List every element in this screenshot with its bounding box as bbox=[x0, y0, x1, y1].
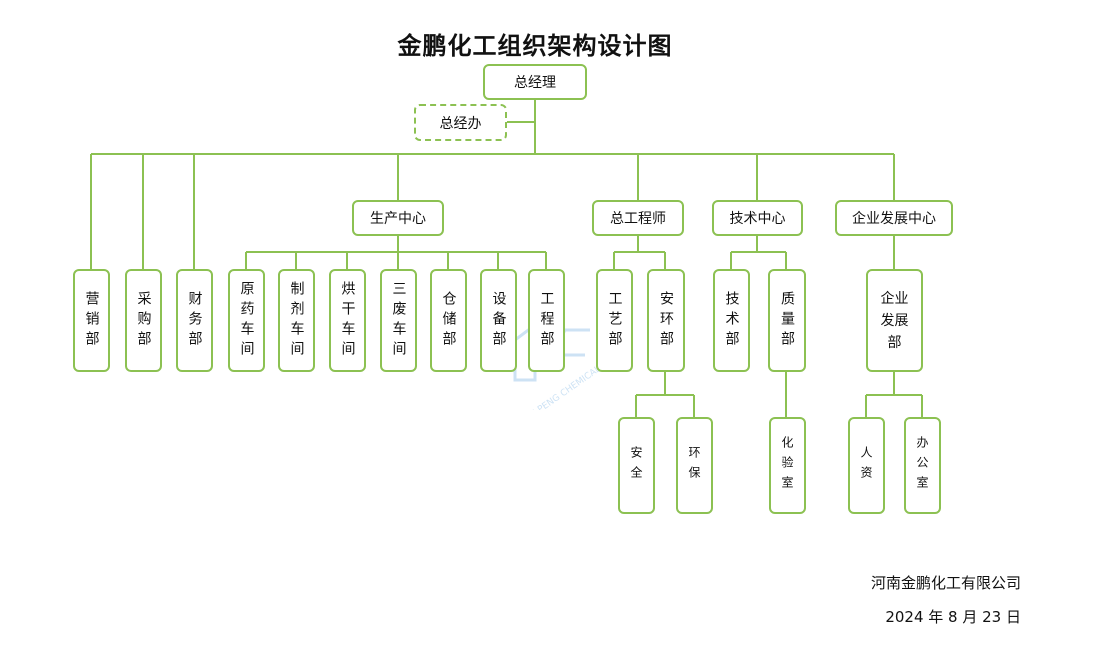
dept-marketing-label: 营销部 bbox=[83, 290, 100, 351]
dept-hse: 安环部 bbox=[647, 269, 685, 372]
dept-enterprise-dev: 企业 发展 部 bbox=[866, 269, 923, 372]
dept-process: 工艺部 bbox=[596, 269, 633, 372]
gm-office-label: 总经办 bbox=[439, 115, 482, 132]
dept-equipment: 设备部 bbox=[480, 269, 517, 372]
dept-enterprise-dev-line1: 企业 bbox=[880, 290, 909, 307]
dept-storage: 仓储部 bbox=[430, 269, 467, 372]
dept-purchasing: 采购部 bbox=[125, 269, 162, 372]
tech-center-label: 技术中心 bbox=[729, 211, 786, 227]
sub-office: 办公室 bbox=[904, 417, 941, 514]
dept-drying-workshop-label: 烘干车间 bbox=[339, 280, 356, 361]
dept-storage-label: 仓储部 bbox=[440, 290, 457, 351]
company-name: 河南金鹏化工有限公司 bbox=[870, 574, 1021, 592]
enterprise-center-label: 企业发展中心 bbox=[852, 211, 936, 227]
dept-quality-label: 质量部 bbox=[779, 290, 795, 351]
enterprise-center-box: 企业发展中心 bbox=[835, 200, 953, 236]
sub-lab-label: 化验室 bbox=[780, 435, 794, 496]
sub-env: 环保 bbox=[676, 417, 713, 514]
sub-safety-label: 安全 bbox=[629, 445, 643, 486]
chief-engineer-label: 总工程师 bbox=[610, 211, 666, 227]
dept-finance-label: 财务部 bbox=[186, 290, 203, 351]
dept-formulation-workshop: 制剂车间 bbox=[278, 269, 315, 372]
dept-technology: 技术部 bbox=[713, 269, 750, 372]
dept-quality: 质量部 bbox=[768, 269, 806, 372]
sub-lab: 化验室 bbox=[769, 417, 806, 514]
dept-hse-label: 安环部 bbox=[658, 290, 674, 351]
tech-center-box: 技术中心 bbox=[712, 200, 803, 236]
gm-label: 总经理 bbox=[514, 75, 556, 91]
dept-drying-workshop: 烘干车间 bbox=[329, 269, 366, 372]
sub-hr-label: 人资 bbox=[859, 445, 873, 486]
chief-engineer-box: 总工程师 bbox=[592, 200, 684, 236]
dept-api-workshop: 原药车间 bbox=[228, 269, 265, 372]
production-center-box: 生产中心 bbox=[352, 200, 444, 236]
dept-process-label: 工艺部 bbox=[606, 290, 623, 351]
sub-env-label: 环保 bbox=[687, 445, 701, 486]
dept-formulation-workshop-label: 制剂车间 bbox=[288, 280, 305, 361]
document-date: 2024 年 8 月 23 日 bbox=[885, 608, 1021, 626]
dept-waste-workshop: 三废车间 bbox=[380, 269, 417, 372]
dept-marketing: 营销部 bbox=[73, 269, 110, 372]
sub-hr: 人资 bbox=[848, 417, 885, 514]
gm-box: 总经理 bbox=[483, 64, 587, 100]
dept-enterprise-dev-line2: 发展 bbox=[880, 312, 909, 329]
dept-waste-workshop-label: 三废车间 bbox=[390, 280, 407, 361]
dept-api-workshop-label: 原药车间 bbox=[238, 280, 255, 361]
chart-title: 金鹏化工组织架构设计图 bbox=[397, 31, 673, 60]
dept-engineering-label: 工程部 bbox=[538, 290, 555, 351]
dept-finance: 财务部 bbox=[176, 269, 213, 372]
dept-purchasing-label: 采购部 bbox=[135, 290, 152, 351]
gm-office-box: 总经办 bbox=[414, 104, 507, 141]
dept-technology-label: 技术部 bbox=[723, 290, 740, 351]
sub-office-label: 办公室 bbox=[915, 435, 929, 496]
sub-safety: 安全 bbox=[618, 417, 655, 514]
production-center-label: 生产中心 bbox=[370, 211, 426, 227]
dept-equipment-label: 设备部 bbox=[490, 290, 507, 351]
dept-enterprise-dev-line3: 部 bbox=[887, 334, 902, 351]
dept-engineering: 工程部 bbox=[528, 269, 565, 372]
